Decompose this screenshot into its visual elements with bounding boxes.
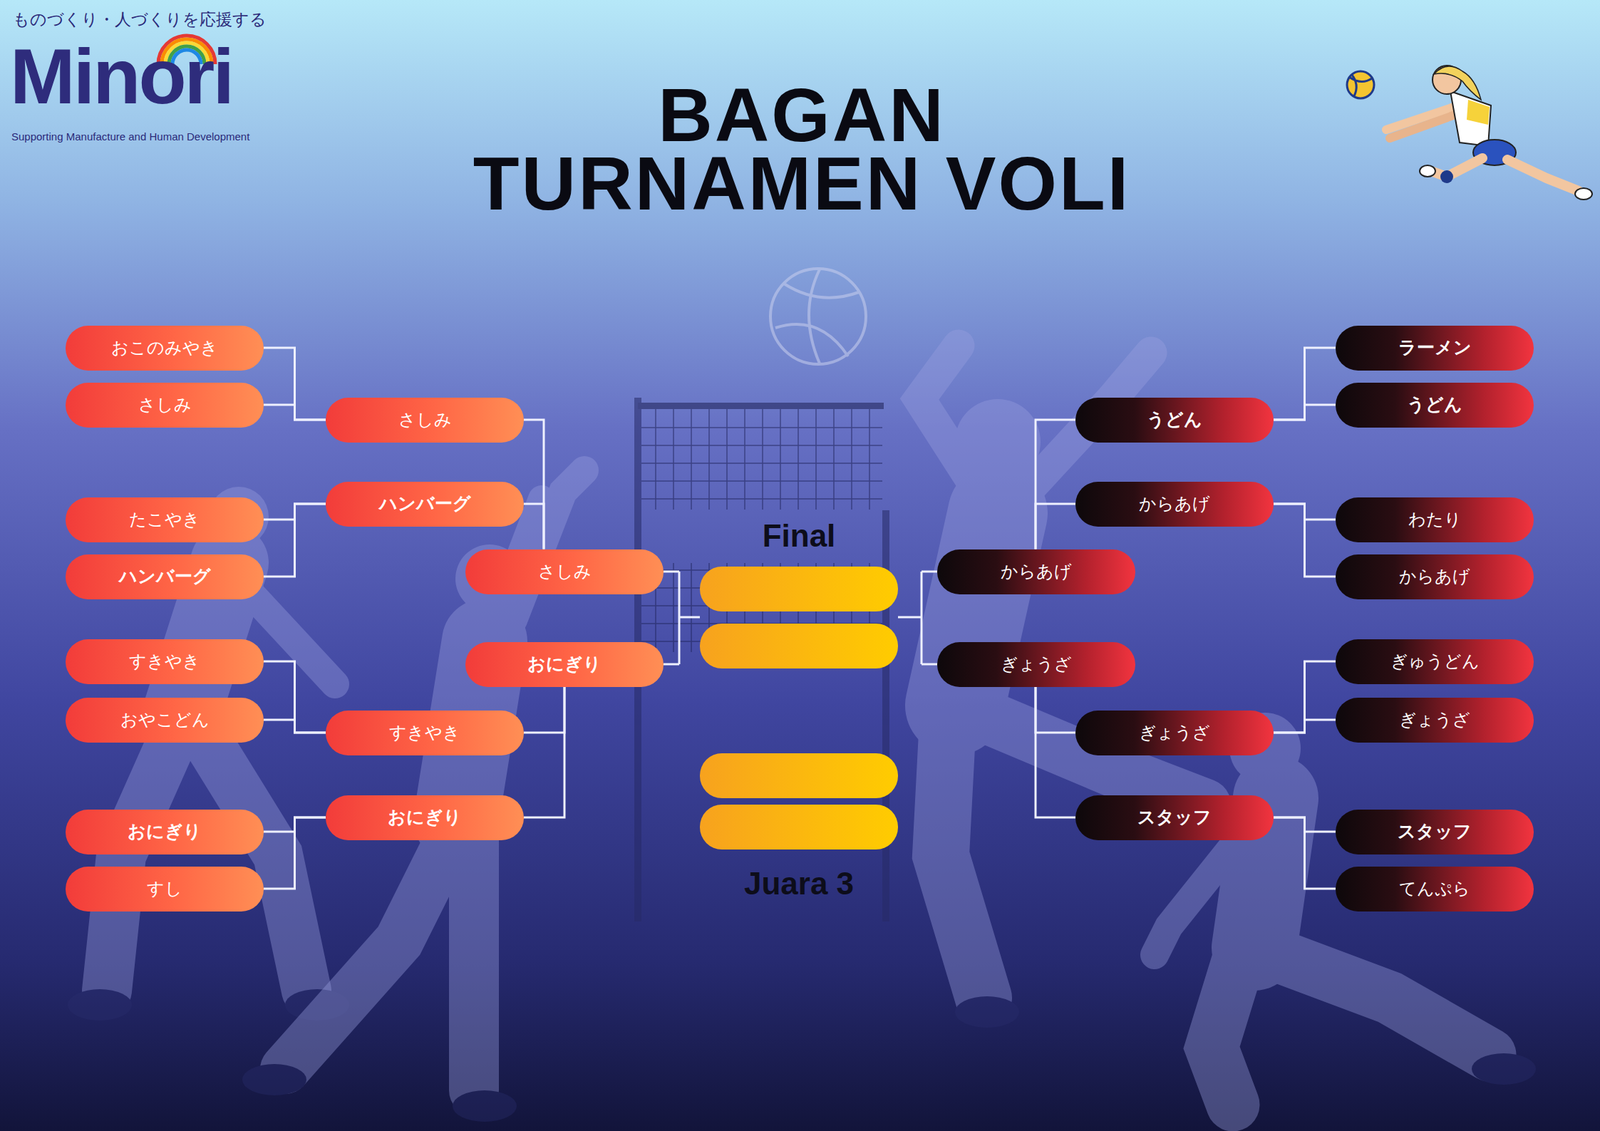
team-box: さしみ <box>65 382 264 428</box>
team-box: ハンバーグ <box>325 481 524 527</box>
round-heading: Final <box>692 515 906 556</box>
team-box: うどん <box>1075 397 1274 443</box>
team-name: スタッフ <box>1397 821 1472 843</box>
team-name: さしみ <box>538 561 592 583</box>
team-name: うどん <box>1406 394 1463 416</box>
bracket-connector <box>1273 503 1336 577</box>
team-box: すし <box>65 866 264 912</box>
round-heading: Juara 3 <box>692 863 906 904</box>
team-box: おにぎり <box>325 795 524 841</box>
team-name: すし <box>146 878 183 900</box>
team-name: からあげ <box>1138 493 1211 515</box>
team-name: ハンバーグ <box>379 493 472 515</box>
bracket-connector <box>1273 404 1336 420</box>
team-name: たこやき <box>128 509 201 531</box>
team-name: からあげ <box>1399 566 1471 588</box>
team-name: わたり <box>1408 509 1462 531</box>
team-box: さしみ <box>465 549 664 595</box>
team-box: スタッフ <box>1335 809 1534 855</box>
team-name: スタッフ <box>1137 806 1212 829</box>
bracket-connector <box>263 404 326 420</box>
team-box: ぎょうざ <box>937 642 1136 688</box>
team-box: おにぎり <box>65 809 264 855</box>
team-name: ラーメン <box>1398 337 1472 359</box>
team-box: ぎゅうどん <box>1335 639 1534 685</box>
team-box: すきやき <box>65 639 264 685</box>
bracket-connector <box>523 503 544 550</box>
team-box: からあげ <box>1075 481 1274 527</box>
logo-tagline: ものづくり・人づくりを応援する <box>12 8 267 30</box>
volleyball-outline <box>770 268 866 365</box>
team-box: さしみ <box>325 397 524 443</box>
team-box: ぎょうざ <box>1335 697 1534 743</box>
bracket-connector <box>523 687 565 819</box>
team-box: うどん <box>1335 382 1534 428</box>
bracket-connector <box>523 419 544 550</box>
team-name: おやこどん <box>120 709 210 731</box>
bracket-connector <box>263 661 326 733</box>
logo-wordmark: Minori <box>9 37 233 116</box>
team-box: おこのみやき <box>65 325 264 371</box>
bracket-connector <box>1273 719 1336 733</box>
team-box: ラーメン <box>1335 325 1534 371</box>
team-name: おにぎり <box>127 821 202 843</box>
team-name: ぎょうざ <box>1000 654 1072 675</box>
team-name: ぎゅうどん <box>1390 651 1480 673</box>
team-box: スタッフ <box>1075 795 1274 841</box>
team-name: すきやき <box>389 722 461 744</box>
bracket-connector <box>1035 687 1076 819</box>
player-illustration <box>1346 65 1593 200</box>
team-box: おやこどん <box>65 697 264 743</box>
team-name: ぎょうざ <box>1399 709 1471 731</box>
team-box: ハンバーグ <box>65 554 264 600</box>
team-box: ぎょうざ <box>1075 710 1274 756</box>
team-name: おにぎり <box>387 806 462 829</box>
team-name: てんぷら <box>1399 878 1471 900</box>
team-box: すきやき <box>325 710 524 756</box>
bracket-connector <box>263 817 326 889</box>
logo-subtitle: Supporting Manufacture and Human Develop… <box>11 129 250 144</box>
bracket-connector <box>1035 687 1076 734</box>
bracket-connector <box>1273 347 1336 420</box>
team-box: おにぎり <box>465 642 664 688</box>
poster-title: BAGAN TURNAMEN VOLI <box>445 80 1159 218</box>
team-box: てんぷら <box>1335 866 1534 912</box>
team-box: たこやき <box>65 497 264 543</box>
bracket-connector <box>1273 661 1336 733</box>
player-silhouette <box>1154 712 1536 1105</box>
empty-slot <box>699 566 898 850</box>
team-name: ハンバーグ <box>119 565 211 588</box>
bracket-connector <box>263 719 326 733</box>
bracket-connector <box>263 347 326 420</box>
team-name: さしみ <box>398 409 452 431</box>
bracket-connector <box>263 503 326 577</box>
team-box: からあげ <box>937 549 1136 595</box>
team-name: からあげ <box>1000 561 1072 583</box>
bracket-connector <box>523 687 565 734</box>
team-name: おこのみやき <box>111 337 219 359</box>
bracket-connector <box>1035 419 1076 550</box>
team-name: うどん <box>1146 409 1203 431</box>
team-name: すきやき <box>128 651 201 673</box>
team-name: ぎょうざ <box>1138 722 1211 744</box>
team-name: さしみ <box>138 394 192 416</box>
bracket-connector <box>1273 817 1336 889</box>
team-name: おにぎり <box>527 653 602 675</box>
bracket-connector <box>1035 503 1076 550</box>
team-box: わたり <box>1335 497 1534 543</box>
team-box: からあげ <box>1335 554 1534 600</box>
